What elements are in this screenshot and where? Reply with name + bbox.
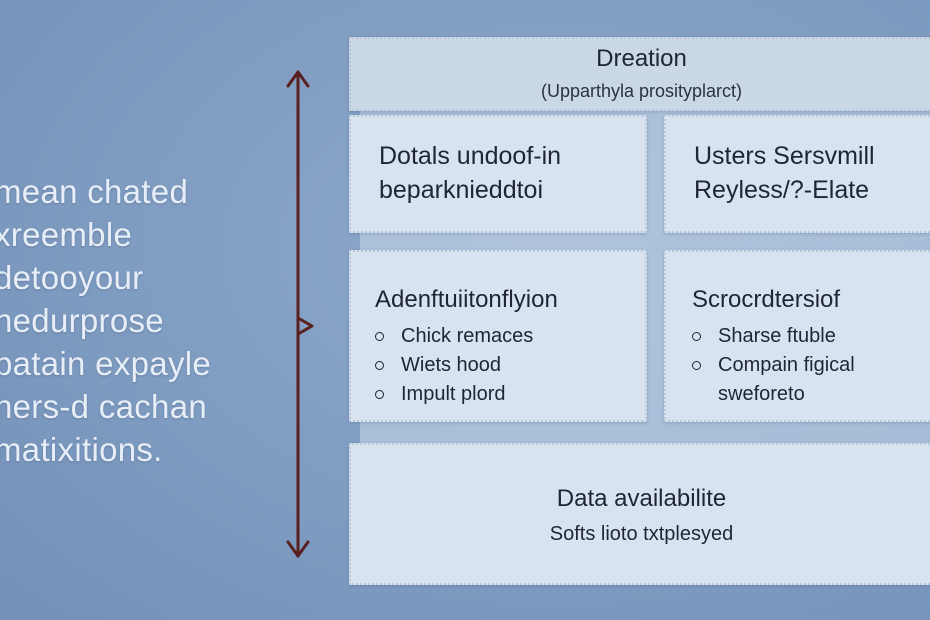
box-middle-right-title: Scrocrdtersiof <box>692 286 841 313</box>
circle-bullet-icon <box>692 361 701 370</box>
box-top-left-line: Dotals undoof-in <box>379 142 562 170</box>
list-item: Sharse ftuble <box>692 322 930 351</box>
list-item-label: Chick remaces <box>401 325 534 347</box>
left-text-line: matixitions. <box>0 431 163 468</box>
circle-bullet-icon <box>375 361 384 370</box>
left-text-line: mean chated <box>0 173 189 210</box>
box-bottom: Data availabilite Softs lioto txtplesyed <box>349 443 930 585</box>
box-middle-left: Adenftuiitonflyion Chick remaces Wiets h… <box>349 250 647 422</box>
header-subtitle: (Upparthyla prosityplarct) <box>540 81 743 101</box>
left-text-line: hers-d cachan <box>0 388 208 425</box>
box-middle-right-list: Sharse ftuble Compain figical sweforeto <box>666 322 930 409</box>
box-middle-left-title: Adenftuiitonflyion <box>375 286 558 313</box>
box-top-right-line: Usters Sersvmill <box>694 142 875 170</box>
box-middle-left-list: Chick remaces Wiets hood Impult plord <box>351 322 645 409</box>
circle-bullet-icon <box>375 332 384 341</box>
box-bottom-subtitle: Softs lioto txtplesyed <box>549 523 734 545</box>
box-top-right-line: Reyless/?-Elate <box>694 176 870 204</box>
left-description: mean chated xreemble detooyour nedurpros… <box>0 170 264 471</box>
list-item-label: Impult plord <box>401 383 506 405</box>
box-bottom-title: Data availabilite <box>556 485 727 512</box>
box-middle-right: Scrocrdtersiof Sharse ftuble Compain fig… <box>664 250 930 422</box>
box-top-left-line: beparknieddtoi <box>379 176 544 204</box>
vertical-bracket-arrow <box>286 70 314 558</box>
list-item-label: Compain figical <box>718 354 855 376</box>
left-text-line: xreemble <box>0 216 133 253</box>
left-text-line: detooyour <box>0 259 144 296</box>
list-item-label: Wiets hood <box>401 354 502 376</box>
circle-bullet-icon <box>692 332 701 341</box>
list-item: Chick remaces <box>375 322 645 351</box>
list-item-label: Sharse ftuble <box>718 325 836 347</box>
left-text-line: nedurprose <box>0 302 164 339</box>
list-item: Impult plord <box>375 380 645 409</box>
list-item-label: sweforeto <box>718 383 805 405</box>
box-top-left: Dotals undoof-in beparknieddtoi <box>349 115 647 233</box>
list-item: Compain figical <box>692 351 930 380</box>
list-item: sweforeto <box>692 380 930 409</box>
header-box: Dreation (Upparthyla prosityplarct) <box>349 37 930 111</box>
circle-bullet-icon <box>375 390 384 399</box>
list-item: Wiets hood <box>375 351 645 380</box>
box-top-right: Usters Sersvmill Reyless/?-Elate <box>664 115 930 233</box>
header-title: Dreation <box>596 45 687 72</box>
left-text-line: patain expayle <box>0 345 212 382</box>
